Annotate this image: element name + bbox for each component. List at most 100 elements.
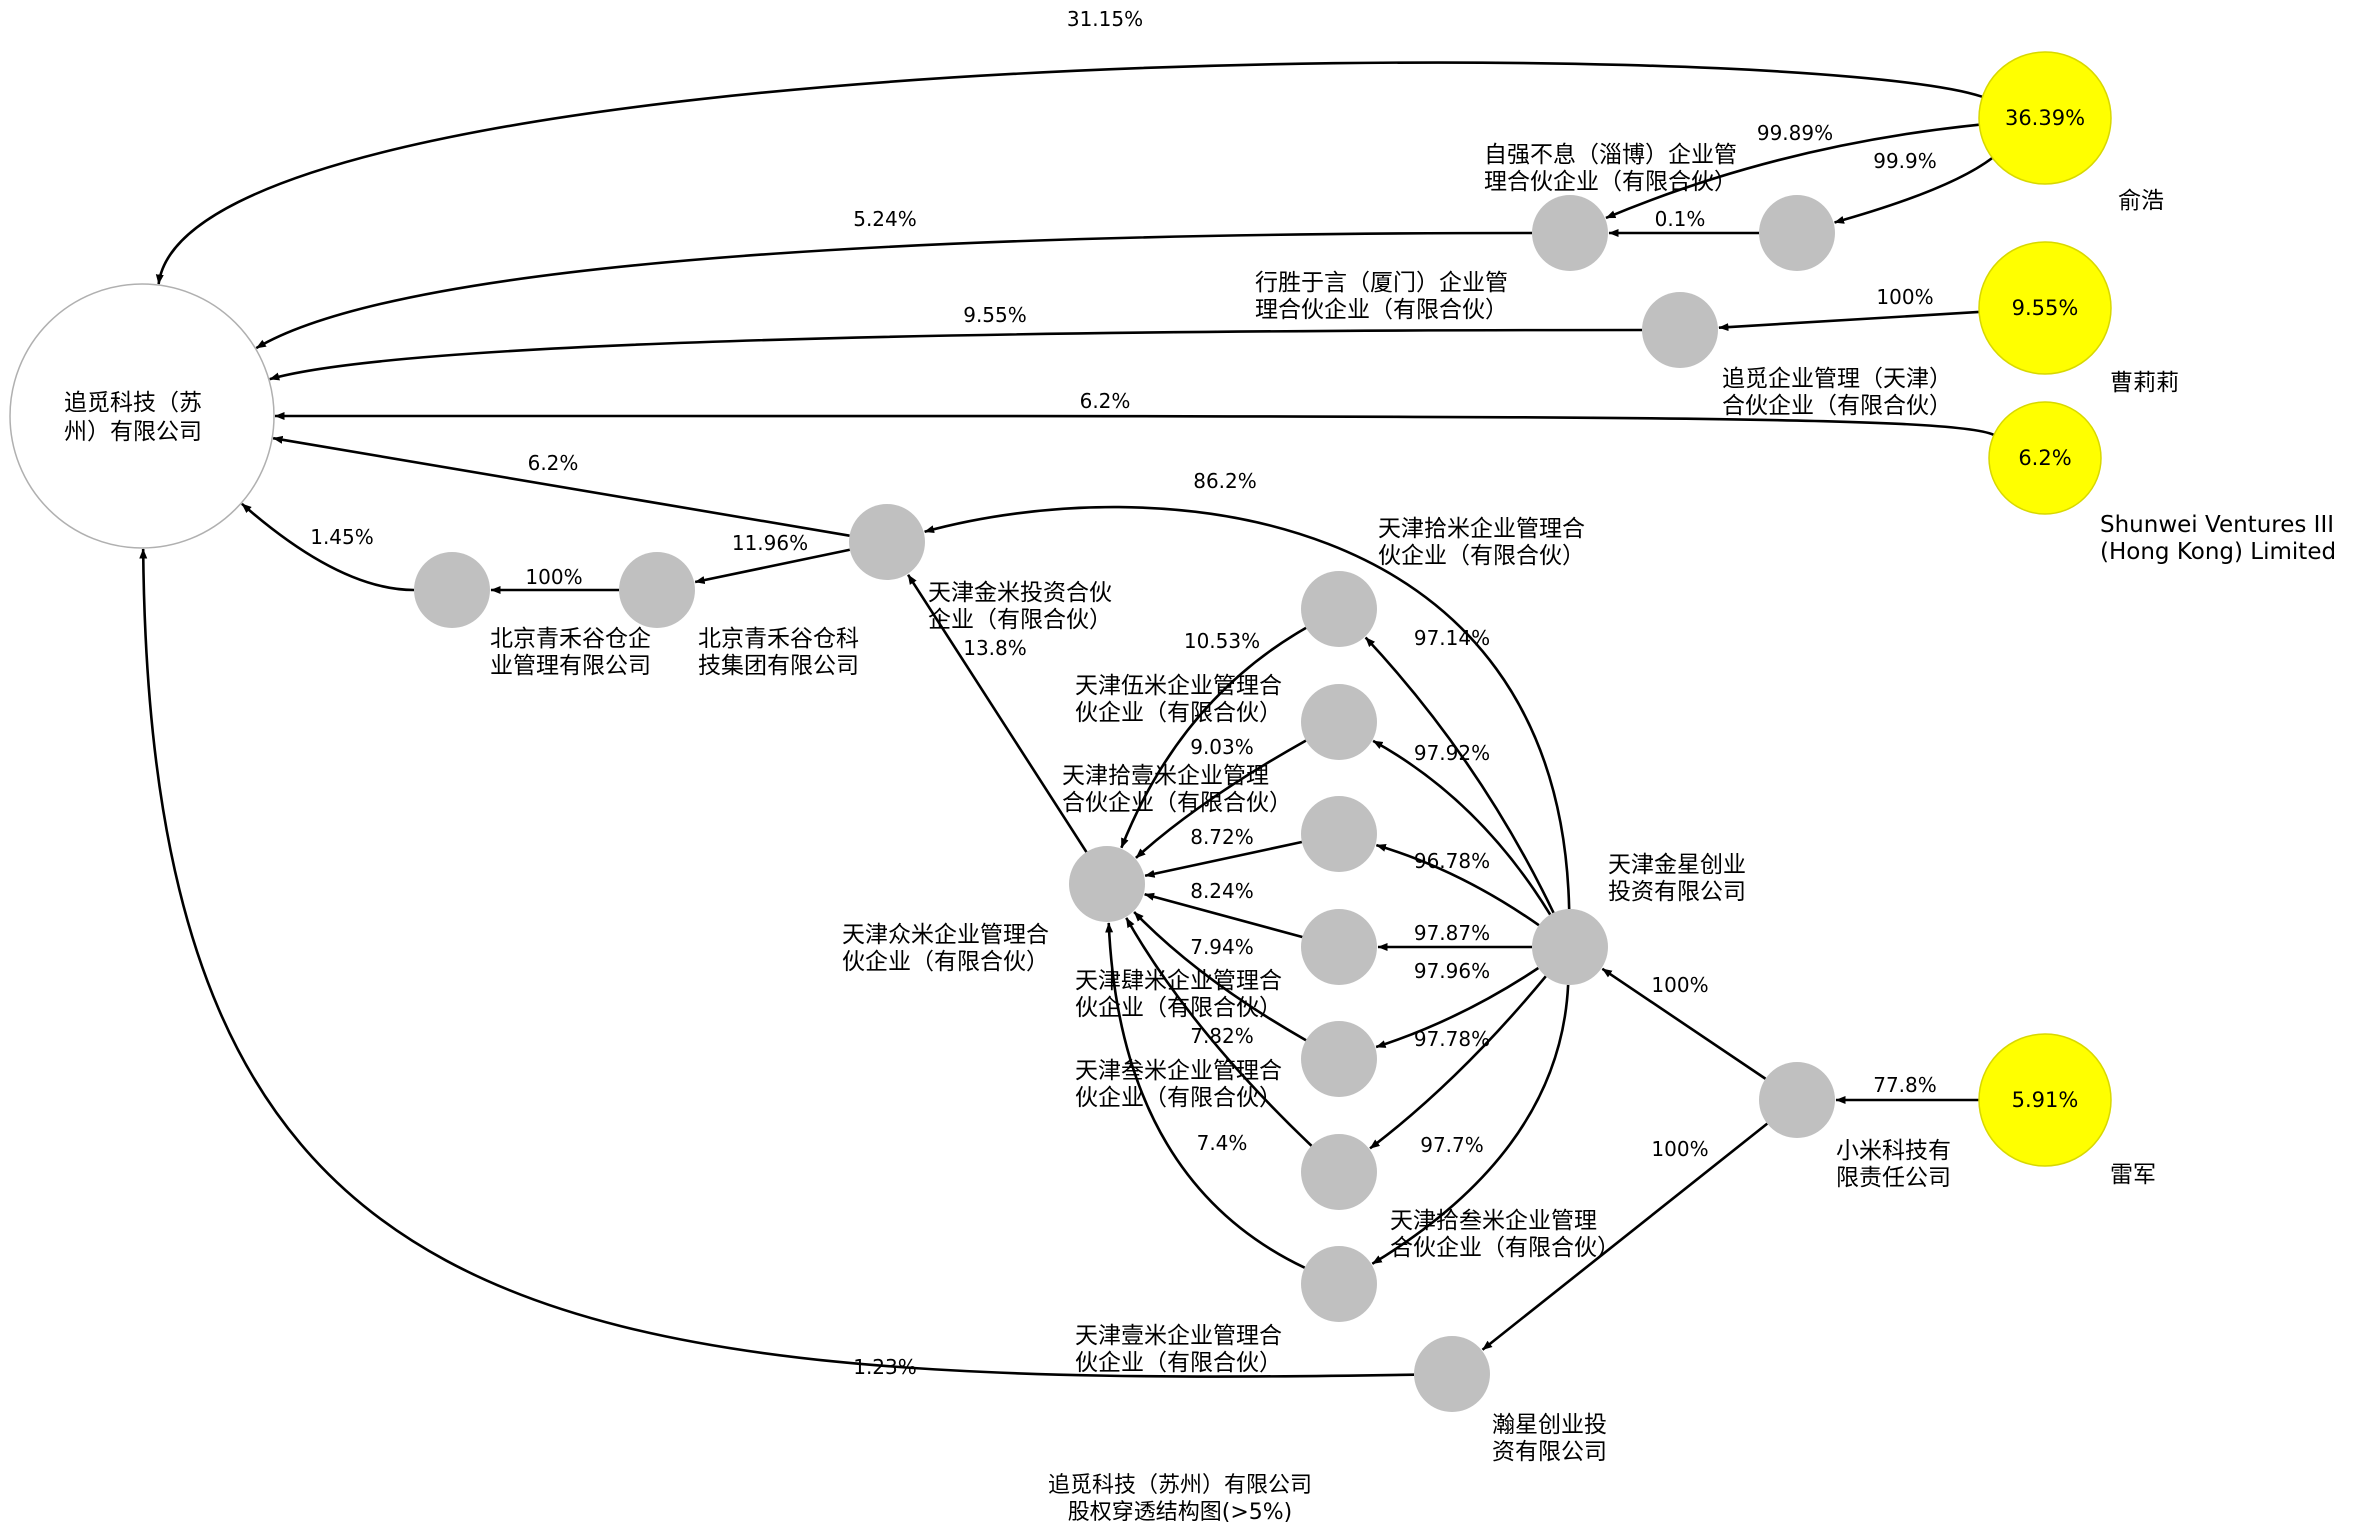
node-simi[interactable] <box>1301 909 1377 985</box>
node-shimi[interactable] <box>1301 571 1377 647</box>
edge-label-shiyimi-to-zhongmi: 8.72% <box>1190 825 1254 849</box>
node-shimi-label-line-1: 天津拾米企业管理合 <box>1378 516 1585 542</box>
edge-yu_hao-to-ziqiang <box>1605 123 1980 220</box>
node-yimi[interactable] <box>1301 1246 1377 1322</box>
node-jinmi[interactable] <box>849 504 925 580</box>
node-shunwei[interactable] <box>1988 401 2102 515</box>
node-jinmi-label-line-2: 企业（有限合伙） <box>928 607 1112 633</box>
labels-layer: 31.15%99.89%99.9%0.1%5.24%100%9.55%6.2%6… <box>64 7 2336 1465</box>
edge-label-yu_hao-to-target: 31.15% <box>1067 7 1143 31</box>
edge-label-zhongmi-to-jinmi: 13.8% <box>963 636 1027 660</box>
node-target-label-line-2: 州）有限公司 <box>64 419 202 445</box>
edge-xiaomi-to-jinxing <box>1601 967 1767 1080</box>
edge-xiaomi-to-hanxing <box>1481 1122 1769 1351</box>
edge-label-yimi-to-zhongmi: 7.4% <box>1197 1131 1248 1155</box>
edge-label-jinmi-to-qinghe_cang: 11.96% <box>732 531 808 555</box>
edges-layer <box>139 61 1995 1378</box>
node-shiyimi-label-line-1: 天津拾壹米企业管理 <box>1062 763 1269 789</box>
node-ziqiang-label-line-2: 理合伙企业（有限合伙） <box>1484 169 1737 195</box>
node-zhongmi[interactable] <box>1069 846 1145 922</box>
edge-label-shimi-to-zhongmi: 10.53% <box>1184 629 1260 653</box>
edge-label-cao_lili-to-xingsheng: 100% <box>1876 285 1933 309</box>
node-hanxing-label-line-2: 资有限公司 <box>1492 1439 1607 1465</box>
node-shimi-label-line-2: 伙企业（有限合伙） <box>1378 543 1585 569</box>
edge-label-qinghe_cang-to-qinghe_mgmt: 100% <box>525 565 582 589</box>
edge-qinghe_mgmt-to-target <box>241 502 415 592</box>
node-cao_lili[interactable] <box>1978 241 2112 375</box>
node-yu_hao-label-line-1: 俞浩 <box>2118 188 2164 214</box>
node-jinxing[interactable] <box>1532 909 1608 985</box>
edge-yu_hao-to-target <box>155 61 1983 285</box>
node-qinghe_mgmt[interactable] <box>414 552 490 628</box>
caption-line-2: 股权穿透结构图(>5%) <box>1068 1500 1293 1525</box>
node-lei_jun[interactable] <box>1978 1033 2112 1167</box>
node-ziqiang-label-line-1: 自强不息（淄博）企业管 <box>1484 142 1737 168</box>
edge-shiyimi-to-zhongmi <box>1144 840 1303 878</box>
node-target[interactable] <box>9 283 275 549</box>
node-qinghe_cang-label-line-2: 技集团有限公司 <box>698 653 859 679</box>
node-lei_jun-label-line-1: 雷军 <box>2110 1162 2156 1188</box>
edge-label-jinxing-to-jinmi: 86.2% <box>1193 469 1257 493</box>
edge-cao_lili-to-xingsheng <box>1718 310 1980 332</box>
node-qinghe_cang-label-line-1: 北京青禾谷仓科 <box>698 626 859 652</box>
edge-shimi-to-zhongmi <box>1120 626 1307 849</box>
edge-label-hanxing-to-target: 1.23% <box>853 1355 917 1379</box>
node-shisanmi-label-line-2: 合伙企业（有限合伙） <box>1390 1235 1620 1261</box>
node-lei_jun-percent: 5.91% <box>2012 1088 2079 1112</box>
node-cao_lili-label-line-1: 曹莉莉 <box>2110 370 2179 396</box>
edge-jinxing-to-jinmi <box>924 505 1571 910</box>
edge-hanxing-to-target <box>139 548 1415 1378</box>
node-zhuimi_tianjin-label-line-2: 合伙企业（有限合伙） <box>1722 393 1952 419</box>
edge-simi-to-zhongmi <box>1144 892 1303 939</box>
node-shiyimi[interactable] <box>1301 796 1377 872</box>
edge-label-jinxing-to-shimi: 97.14% <box>1414 626 1490 650</box>
node-zhuimi_tianjin-label-line-1: 追觅企业管理（天津） <box>1722 366 1952 392</box>
node-hanxing-label-line-1: 瀚星创业投 <box>1492 1412 1607 1438</box>
edge-label-xiaomi-to-hanxing: 100% <box>1651 1137 1708 1161</box>
node-wumi-label-line-1: 天津伍米企业管理合 <box>1075 673 1282 699</box>
edge-jinxing-to-shisanmi <box>1369 975 1547 1150</box>
node-sanmi[interactable] <box>1301 1021 1377 1097</box>
node-sanmi-label-line-1: 天津叁米企业管理合 <box>1075 1058 1282 1084</box>
edge-label-jinxing-to-wumi: 97.92% <box>1414 741 1490 765</box>
node-ziqiang[interactable] <box>1532 195 1608 271</box>
node-sanmi-label-line-2: 伙企业（有限合伙） <box>1075 1085 1282 1111</box>
edge-label-simi-to-zhongmi: 8.24% <box>1190 879 1254 903</box>
node-simi-label-line-1: 天津肆米企业管理合 <box>1075 968 1282 994</box>
edge-label-jinxing-to-yimi: 97.7% <box>1420 1133 1484 1157</box>
edge-label-yu_hao-to-zhuimi_tianjin: 99.9% <box>1873 149 1937 173</box>
node-shunwei-label-line-2: (Hong Kong) Limited <box>2100 539 2336 565</box>
node-zhuimi_tianjin[interactable] <box>1759 195 1835 271</box>
node-shisanmi[interactable] <box>1301 1134 1377 1210</box>
edge-label-jinxing-to-shiyimi: 96.78% <box>1414 849 1490 873</box>
node-yu_hao[interactable] <box>1978 51 2112 185</box>
node-jinxing-label-line-1: 天津金星创业 <box>1608 852 1746 878</box>
edge-label-zhuimi_tianjin-to-ziqiang: 0.1% <box>1655 207 1706 231</box>
edge-label-shisanmi-to-zhongmi: 7.82% <box>1190 1024 1254 1048</box>
edge-jinxing-to-yimi <box>1371 984 1570 1265</box>
edge-label-ziqiang-to-target: 5.24% <box>853 207 917 231</box>
edge-sanmi-to-zhongmi <box>1133 911 1307 1042</box>
diagram-caption: 追觅科技（苏州）有限公司 股权穿透结构图(>5%) <box>1048 1473 1312 1525</box>
node-qinghe_cang[interactable] <box>619 552 695 628</box>
edge-label-qinghe_mgmt-to-target: 1.45% <box>310 525 374 549</box>
node-jinmi-label-line-1: 天津金米投资合伙 <box>928 580 1112 606</box>
edge-jinxing-to-shimi <box>1364 636 1555 914</box>
node-target-label-line-1: 追觅科技（苏 <box>64 390 202 416</box>
edge-jinxing-to-wumi <box>1372 739 1552 916</box>
node-shiyimi-label-line-2: 合伙企业（有限合伙） <box>1062 790 1292 816</box>
edge-label-xingsheng-to-target: 9.55% <box>963 303 1027 327</box>
edge-yu_hao-to-zhuimi_tianjin <box>1834 156 1994 224</box>
node-wumi[interactable] <box>1301 684 1377 760</box>
edge-ziqiang-to-target <box>255 231 1533 350</box>
node-xiaomi-label-line-2: 限责任公司 <box>1836 1165 1951 1191</box>
node-hanxing[interactable] <box>1414 1336 1490 1412</box>
edge-label-jinxing-to-simi: 97.87% <box>1414 921 1490 945</box>
node-xiaomi[interactable] <box>1759 1062 1835 1138</box>
edge-zhongmi-to-jinmi <box>907 574 1088 853</box>
edge-label-shunwei-to-target: 6.2% <box>1080 389 1131 413</box>
edge-label-yu_hao-to-ziqiang: 99.89% <box>1757 121 1833 145</box>
node-xingsheng[interactable] <box>1642 292 1718 368</box>
node-shisanmi-label-line-1: 天津拾叁米企业管理 <box>1390 1208 1597 1234</box>
